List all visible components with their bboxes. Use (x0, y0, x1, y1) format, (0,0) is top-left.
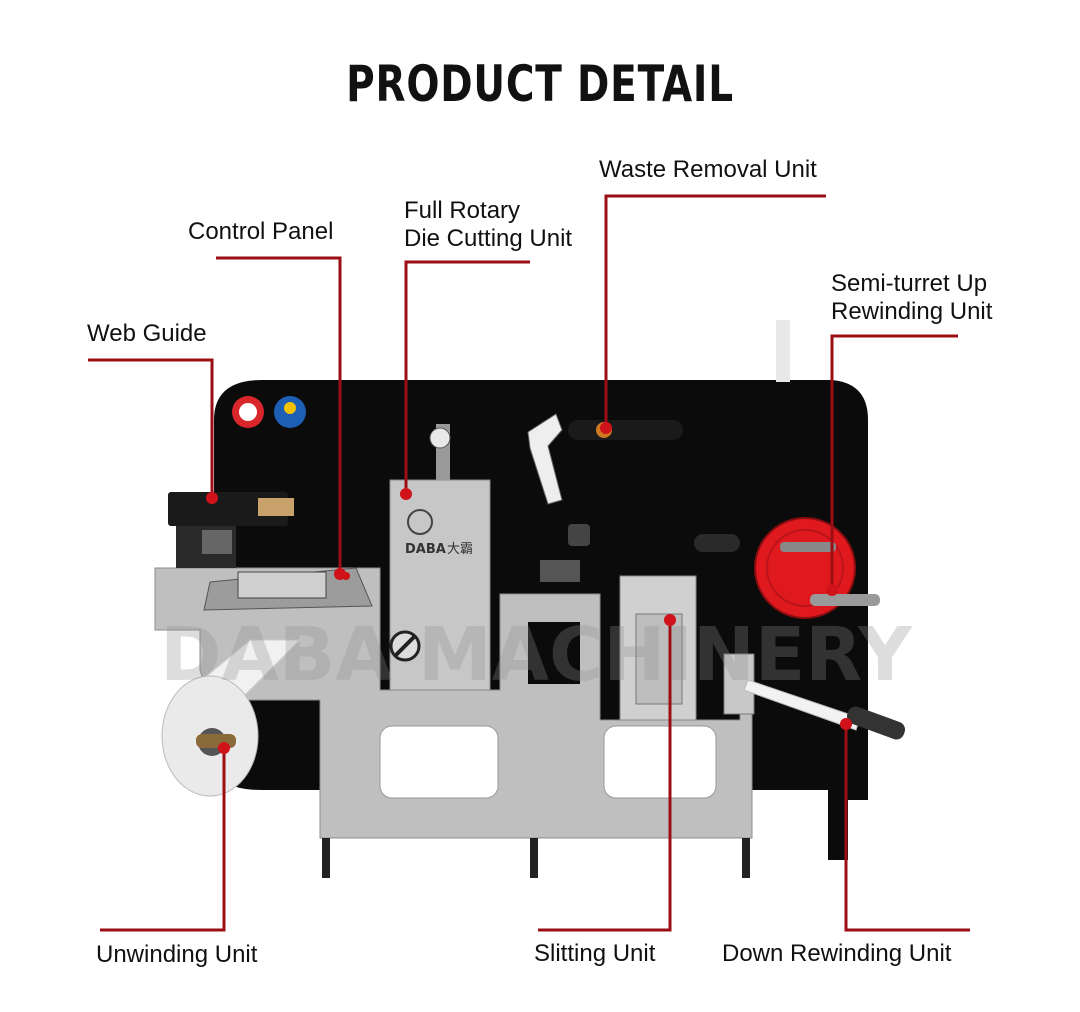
machine-brand-cn: 大霸 (447, 542, 473, 557)
leader-down-rewinding (844, 724, 970, 932)
leader-web-guide (88, 358, 214, 498)
label-slitting: Slitting Unit (534, 940, 656, 967)
marker-down-rewinding (840, 718, 852, 730)
label-waste-removal: Waste Removal Unit (599, 156, 817, 183)
label-unwinding: Unwinding Unit (96, 941, 258, 968)
label-web-guide: Web Guide (87, 320, 207, 347)
down-rewinding-shaft (846, 706, 906, 740)
marker-waste-removal (600, 422, 612, 434)
leader-control-panel (216, 256, 342, 574)
waste-removal-arm (527, 413, 563, 505)
top-bracket (776, 320, 790, 382)
pressure-gauge-icon (429, 427, 451, 449)
marker-control-panel (334, 568, 346, 580)
label-full-rotary-line1: Full Rotary (404, 197, 521, 224)
marker-unwinding (218, 742, 230, 754)
label-down-rewinding: Down Rewinding Unit (722, 940, 952, 967)
machine-brand: DABA (405, 542, 446, 557)
leader-waste-removal (604, 194, 826, 428)
leader-unwinding (100, 748, 226, 932)
frame-window-middle (528, 622, 580, 684)
control-panel-screen (237, 571, 327, 599)
page-title: PRODUCT DETAIL (346, 55, 734, 113)
leader-semi-turret (830, 334, 958, 590)
leader-die-cutting (404, 260, 530, 494)
leader-slitting (538, 620, 672, 932)
marker-web-guide (206, 492, 218, 504)
frame-window-left (379, 725, 499, 799)
label-semi-turret-line2: Rewinding Unit (831, 298, 993, 325)
label-semi-turret-line1: Semi-turret Up (831, 270, 988, 297)
marker-slitting (664, 614, 676, 626)
label-full-rotary-line2: Die Cutting Unit (404, 225, 573, 252)
marker-die-cutting (400, 488, 412, 500)
watermark-text: DABA MACHINERY (160, 612, 913, 698)
label-control-panel: Control Panel (188, 218, 334, 245)
marker-semi-turret (826, 584, 838, 596)
frame-window-right (603, 725, 717, 799)
